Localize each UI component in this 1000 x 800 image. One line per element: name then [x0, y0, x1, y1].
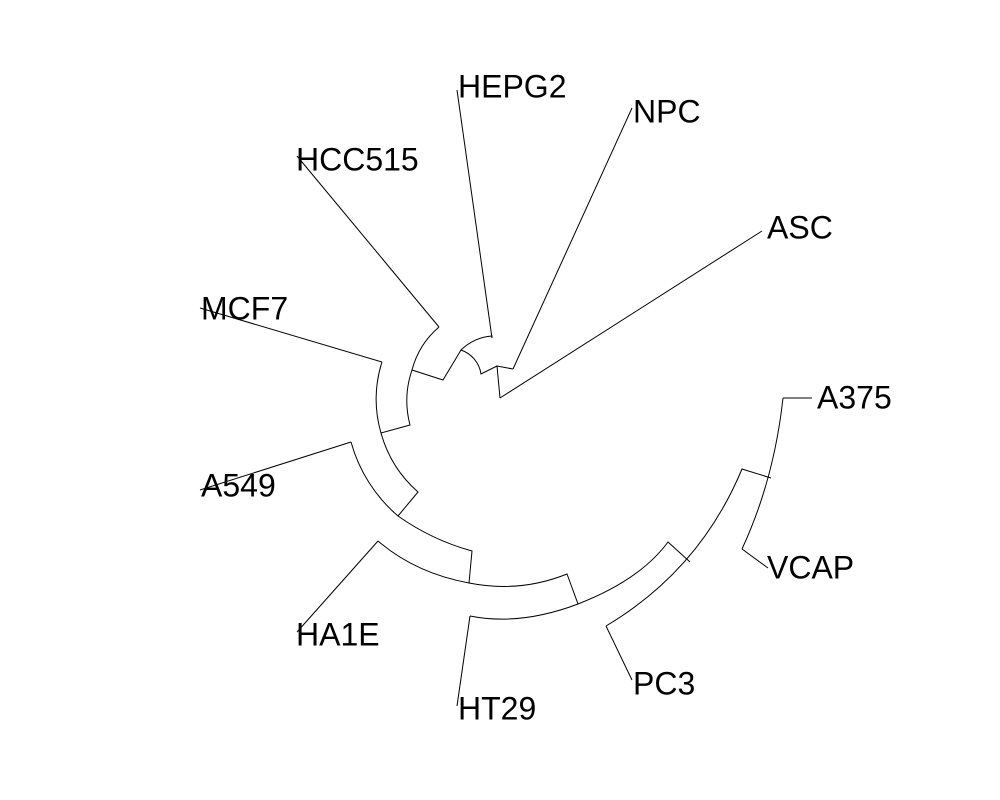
branch-leaf-mcf7 [199, 307, 383, 363]
branch-leaf-ha1e [296, 540, 379, 633]
branch-leaf-hepg2 [456, 89, 493, 339]
branch-leaf-npc [512, 107, 633, 370]
branch-leaf-a549 [199, 441, 352, 491]
branches [199, 89, 812, 707]
leaf-label-pc3: PC3 [633, 665, 695, 701]
leaf-label-hcc515: HCC515 [296, 141, 419, 177]
leaf-label-ha1e: HA1E [296, 616, 380, 652]
branch-leaf-asc [499, 230, 763, 399]
branch-node-asc-npc-hepg2 [460, 335, 498, 375]
leaf-label-a375: A375 [817, 379, 892, 415]
branch-node-pc3-vcap-a375 [605, 468, 772, 627]
leaf-label-ht29: HT29 [458, 690, 536, 726]
leaf-label-hepg2: HEPG2 [458, 68, 566, 104]
branch-leaf-vcap [741, 548, 769, 569]
leaf-label-npc: NPC [633, 93, 701, 129]
branch-node-hcc515 [411, 326, 462, 381]
branch-leaf-hcc515 [296, 155, 440, 328]
leaf-labels: ASC NPC HEPG2 HCC515 MCF7 A549 HA1E HT29… [201, 68, 892, 726]
leaf-label-asc: ASC [767, 209, 833, 245]
branch-leaf-ht29 [456, 615, 471, 707]
branch-leaf-pc3 [605, 625, 633, 681]
branch-node-ht29 [468, 573, 579, 620]
leaf-label-mcf7: MCF7 [201, 290, 288, 326]
leaf-label-vcap: VCAP [767, 549, 854, 585]
branch-root [577, 541, 691, 605]
leaf-label-a549: A549 [201, 467, 276, 503]
